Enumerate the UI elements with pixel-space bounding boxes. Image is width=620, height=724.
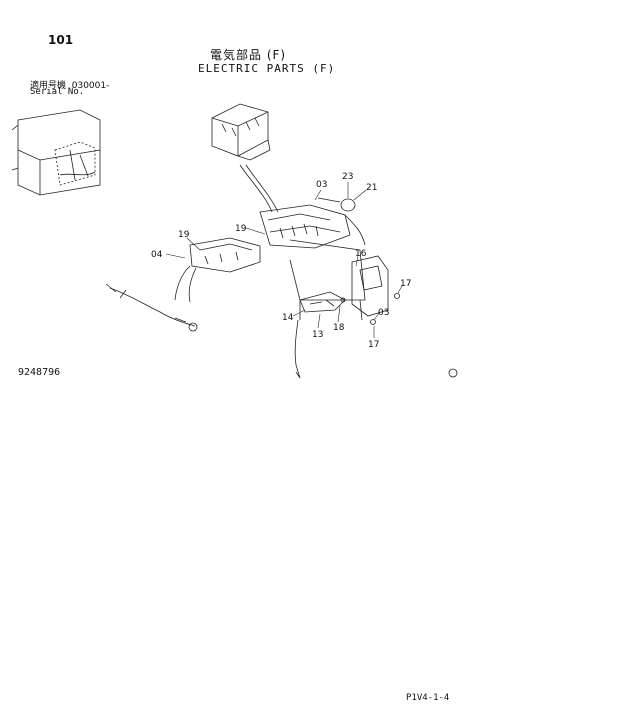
footer-page-code: P1V4-1-4 — [406, 693, 450, 703]
page-number: 101 — [48, 33, 74, 47]
callout-23: 23 — [342, 172, 353, 182]
console-unit — [211, 103, 279, 213]
callout-03-top: 03 — [316, 180, 327, 190]
callout-19-left: 19 — [178, 230, 190, 240]
serial-range: 030001- — [71, 81, 110, 91]
leader-lines — [165, 182, 403, 338]
relay-bracket — [299, 197, 400, 325]
main-harness — [105, 204, 366, 332]
callout-04: 04 — [151, 250, 163, 260]
title-japanese: 電気部品 (F) — [210, 48, 287, 62]
callout-21: 21 — [366, 183, 377, 193]
serial-label-english: Serial No. — [30, 87, 85, 97]
drawing-number: 9248796 — [18, 367, 61, 378]
callout-19-right: 19 — [235, 224, 247, 234]
callout-labels: 03 23 21 19 19 04 16 17 14 13 18 03 17 — [151, 172, 411, 350]
callout-16: 16 — [355, 249, 367, 259]
callout-17-lower: 17 — [368, 340, 379, 350]
revision-mark-icon — [448, 368, 458, 378]
lower-cable — [294, 319, 301, 379]
callout-14: 14 — [282, 313, 294, 323]
callout-17-upper: 17 — [400, 279, 411, 289]
callout-18: 18 — [333, 323, 345, 333]
title-english: ELECTRIC PARTS (F) — [198, 62, 336, 75]
callout-03-lower: 03 — [378, 308, 389, 318]
callout-13: 13 — [312, 330, 323, 340]
serial-label-jp-text: 適用号機 — [30, 81, 67, 91]
serial-label-japanese: 適用号機 030001- — [30, 78, 109, 91]
machine-overview-thumbnail — [11, 109, 101, 196]
